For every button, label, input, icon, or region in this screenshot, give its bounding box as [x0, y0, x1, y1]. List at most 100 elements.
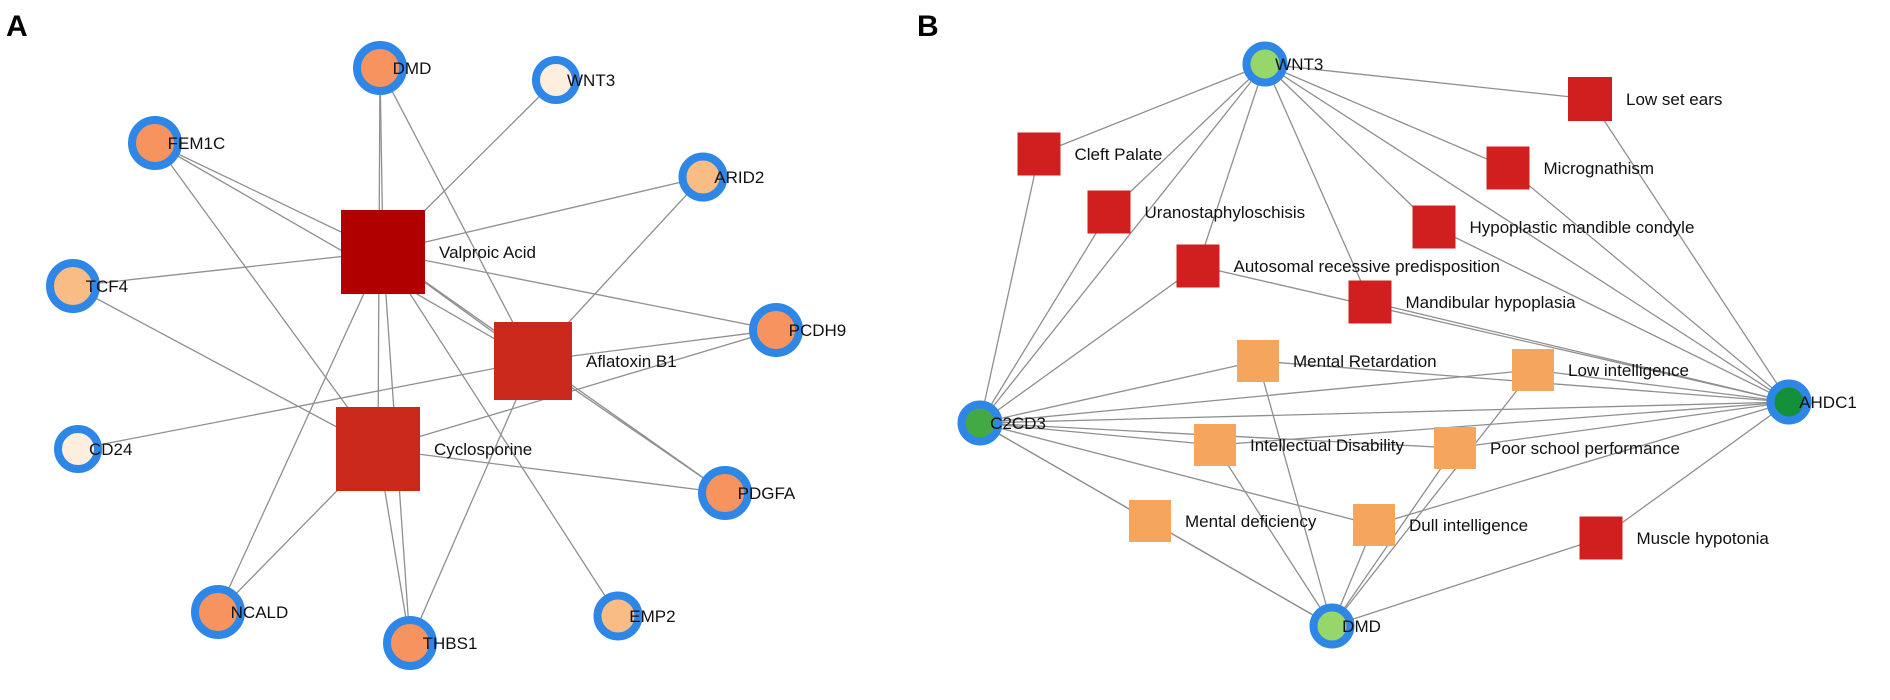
edge-cyclosporine-to-pdgfa: [377, 448, 726, 494]
node-cd24[interactable]: CD24: [54, 425, 132, 473]
node-mandibular-hypoplasia[interactable]: Mandibular hypoplasia: [1348, 280, 1577, 324]
node-wnt3[interactable]: WNT3: [532, 56, 615, 104]
square-cleft-palate: [1017, 132, 1061, 176]
node-poor-school-performance[interactable]: Poor school performance: [1434, 427, 1680, 469]
edge-cyclosporine-to-tcf4: [72, 285, 379, 450]
edge-cyclosporine-to-pcdh9: [377, 329, 777, 450]
edge-aflatoxin-b1-to-thbs1: [409, 360, 534, 644]
gene-circle-tcf4: [46, 259, 100, 313]
edge-aflatoxin-b1-to-pcdh9: [532, 329, 777, 362]
node-mental-retardation[interactable]: Mental Retardation: [1237, 340, 1437, 382]
square-micrognathism: [1486, 146, 1530, 190]
node-ahdc1[interactable]: AHDC1: [1766, 379, 1857, 425]
gene-circle-ahdc1: [1766, 379, 1812, 425]
label-arid2: ARID2: [714, 168, 764, 187]
edge-wnt3-to-uranostaphyloschisis: [1108, 63, 1266, 213]
node-intellectual-disability[interactable]: Intellectual Disability: [1194, 424, 1405, 466]
node-fem1c[interactable]: FEM1C: [128, 116, 226, 170]
label-mental-retardation: Mental Retardation: [1293, 352, 1437, 371]
label-uranostaphyloschisis: Uranostaphyloschisis: [1145, 203, 1306, 222]
label-cyclosporine: Cyclosporine: [434, 440, 532, 459]
edge-valproic-acid-to-arid2: [382, 176, 704, 253]
label-pcdh9: PCDH9: [789, 321, 847, 340]
node-cleft-palate[interactable]: Cleft Palate: [1017, 132, 1163, 176]
edge-c2cd3-to-cleft-palate: [979, 153, 1040, 424]
square-poor-school-performance: [1434, 427, 1476, 469]
edge-dmd-to-low-intelligence: [1331, 369, 1534, 627]
label-pdgfa: PDGFA: [738, 484, 796, 503]
edge-ahdc1-to-intellectual-disability: [1214, 401, 1790, 446]
edge-ahdc1-to-dull-intelligence: [1373, 401, 1790, 526]
edge-wnt3-to-micrognathism: [1264, 63, 1509, 169]
node-uranostaphyloschisis[interactable]: Uranostaphyloschisis: [1087, 190, 1306, 234]
node-muscle-hypotonia[interactable]: Muscle hypotonia: [1579, 516, 1770, 560]
node-pcdh9[interactable]: PCDH9: [749, 303, 847, 357]
gene-circle-thbs1: [383, 616, 437, 670]
node-thbs1[interactable]: THBS1: [383, 616, 478, 670]
edge-c2cd3-to-intellectual-disability: [979, 422, 1216, 446]
edge-wnt3-to-low-set-ears: [1264, 63, 1591, 100]
node-arid2[interactable]: ARID2: [678, 152, 765, 202]
node-pdgfa[interactable]: PDGFA: [698, 466, 796, 520]
label-cleft-palate: Cleft Palate: [1075, 145, 1163, 164]
node-c2cd3[interactable]: C2CD3: [957, 400, 1046, 446]
node-wnt3[interactable]: WNT3: [1242, 41, 1324, 87]
label-fem1c: FEM1C: [168, 134, 226, 153]
gene-circle-ncald: [191, 585, 245, 639]
node-cyclosporine[interactable]: Cyclosporine: [336, 407, 532, 491]
square-intellectual-disability: [1194, 424, 1236, 466]
square-hypoplastic-mandible-condyle: [1412, 205, 1456, 249]
node-emp2[interactable]: EMP2: [593, 591, 676, 641]
gene-circle-dmd: [1309, 603, 1355, 649]
node-low-intelligence[interactable]: Low intelligence: [1512, 349, 1689, 391]
gene-circle-wnt3: [1242, 41, 1288, 87]
node-micrognathism[interactable]: Micrognathism: [1486, 146, 1655, 190]
label-wnt3: WNT3: [567, 71, 615, 90]
edge-dmd-to-mental-retardation: [1257, 360, 1333, 627]
edge-wnt3-to-autosomal-recessive-predisposition: [1197, 63, 1266, 267]
edge-wnt3-to-hypoplastic-mandible-condyle: [1264, 63, 1435, 228]
square-autosomal-recessive-predisposition: [1176, 244, 1220, 288]
square-uranostaphyloschisis: [1087, 190, 1131, 234]
gene-circle-cd24: [54, 425, 102, 473]
label-ncald: NCALD: [231, 603, 289, 622]
node-mental-deficiency[interactable]: Mental deficiency: [1129, 500, 1317, 542]
edge-wnt3-to-mandibular-hypoplasia: [1264, 63, 1371, 303]
square-low-intelligence: [1512, 349, 1554, 391]
node-aflatoxin-b1[interactable]: Aflatoxin B1: [494, 322, 677, 400]
node-ncald[interactable]: NCALD: [191, 585, 289, 639]
edge-ahdc1-to-micrognathism: [1507, 167, 1790, 403]
label-ahdc1: AHDC1: [1799, 393, 1857, 412]
node-dmd[interactable]: DMD: [353, 41, 431, 95]
label-wnt3: WNT3: [1275, 55, 1323, 74]
edge-valproic-acid-to-pcdh9: [382, 251, 777, 331]
label-mental-deficiency: Mental deficiency: [1185, 512, 1317, 531]
node-low-set-ears[interactable]: Low set ears: [1568, 77, 1722, 121]
label-low-intelligence: Low intelligence: [1568, 361, 1689, 380]
label-aflatoxin-b1: Aflatoxin B1: [586, 352, 677, 371]
node-hypoplastic-mandible-condyle[interactable]: Hypoplastic mandible condyle: [1412, 205, 1695, 249]
edge-valproic-acid-to-tcf4: [72, 251, 384, 287]
square-cyclosporine: [336, 407, 420, 491]
node-tcf4[interactable]: TCF4: [46, 259, 128, 313]
gene-circle-c2cd3: [957, 400, 1003, 446]
label-intellectual-disability: Intellectual Disability: [1250, 436, 1405, 455]
square-muscle-hypotonia: [1579, 516, 1623, 560]
label-thbs1: THBS1: [423, 634, 478, 653]
node-autosomal-recessive-predisposition[interactable]: Autosomal recessive predisposition: [1176, 244, 1500, 288]
label-dmd: DMD: [1342, 617, 1381, 636]
square-valproic-acid: [341, 210, 425, 294]
node-valproic-acid[interactable]: Valproic Acid: [341, 210, 536, 294]
edge-aflatoxin-b1-to-cd24: [77, 360, 534, 450]
label-hypoplastic-mandible-condyle: Hypoplastic mandible condyle: [1470, 218, 1695, 237]
gene-circle-emp2: [593, 591, 643, 641]
label-c2cd3: C2CD3: [990, 414, 1046, 433]
gene-circle-pcdh9: [749, 303, 803, 357]
gene-circle-arid2: [678, 152, 728, 202]
node-dmd[interactable]: DMD: [1309, 603, 1381, 649]
node-dull-intelligence[interactable]: Dull intelligence: [1353, 504, 1528, 546]
gene-circle-dmd: [353, 41, 407, 95]
edge-c2cd3-to-uranostaphyloschisis: [979, 211, 1110, 424]
